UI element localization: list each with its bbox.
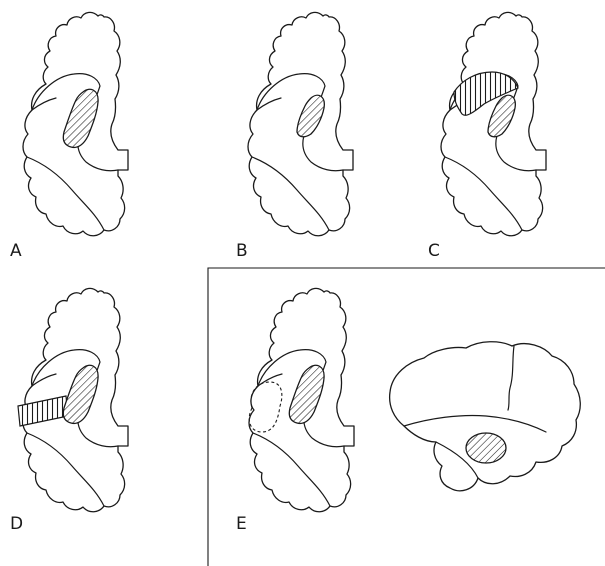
panel-d bbox=[18, 288, 128, 511]
panel-label-d: D bbox=[10, 514, 23, 534]
panel-label-e: E bbox=[236, 514, 247, 534]
panel-e-lateral bbox=[390, 342, 581, 491]
panel-c bbox=[441, 12, 546, 235]
panel-a bbox=[23, 12, 128, 235]
panel-e-axial bbox=[249, 288, 354, 511]
lateral-lesion bbox=[466, 433, 506, 463]
panel-label-a: A bbox=[10, 241, 22, 261]
panel-label-b: B bbox=[236, 241, 248, 261]
panel-label-c: C bbox=[428, 241, 440, 261]
panel-b bbox=[248, 12, 353, 235]
